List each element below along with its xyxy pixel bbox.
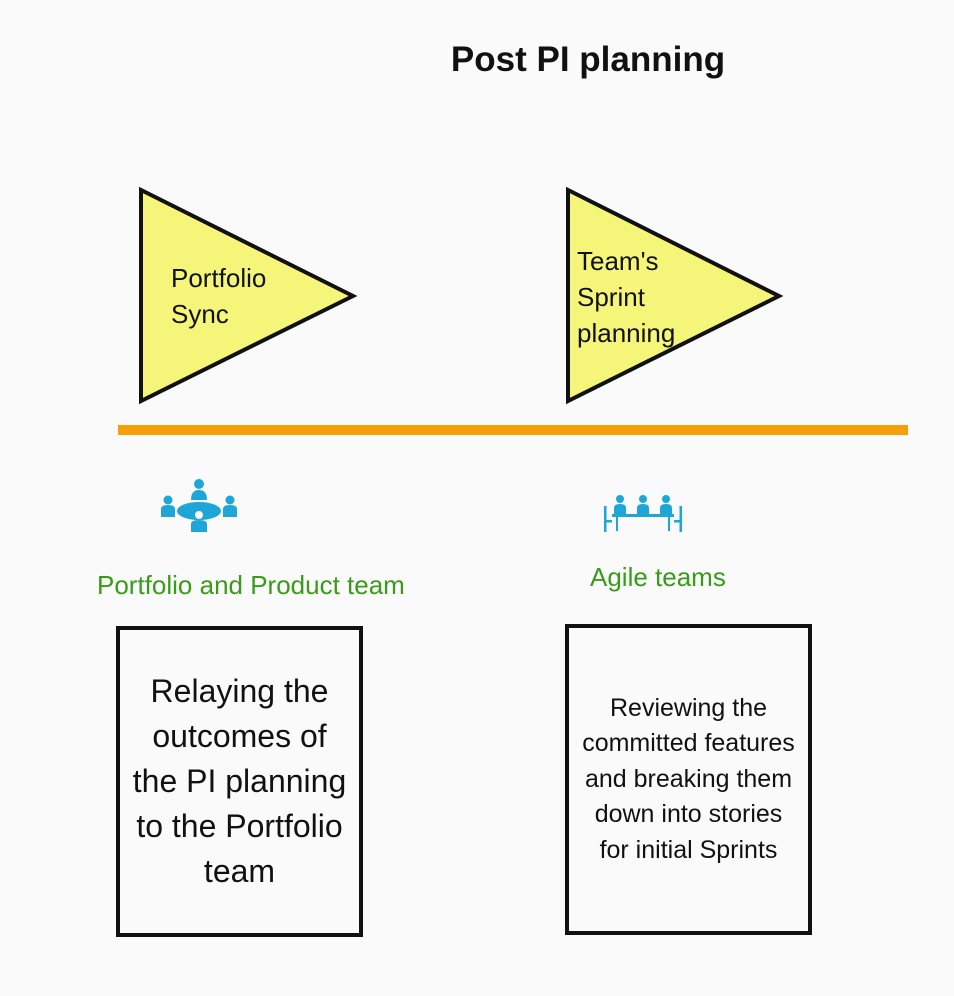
stage-label-sprint-planning: Team's Sprint planning: [577, 243, 675, 351]
description-text: Relaying the outcomes of the PI planning…: [132, 673, 347, 889]
description-box-portfolio-sync: Relaying the outcomes of the PI planning…: [116, 626, 363, 937]
round-table-meeting-icon: [161, 479, 237, 532]
stage-triangle-portfolio-sync: [139, 186, 358, 405]
description-text: Reviewing the committed features and bre…: [582, 693, 795, 864]
team-at-table-icon: [604, 495, 682, 532]
stage-label-line: Team's: [577, 246, 659, 276]
stage-label-line: planning: [577, 318, 676, 348]
stage-triangle-sprint-planning: [566, 186, 784, 405]
stage-label-line: Sync: [171, 299, 229, 329]
stage-label-line: Sprint: [577, 282, 645, 312]
stage-label-portfolio-sync: Portfolio Sync: [171, 260, 266, 332]
stage-label-line: Portfolio: [171, 263, 267, 293]
page-title: Post PI planning: [450, 40, 726, 79]
description-box-sprint-planning: Reviewing the committed features and bre…: [565, 624, 812, 935]
group-label-agile-teams: Agile teams: [590, 562, 726, 592]
group-label-portfolio-product-team: Portfolio and Product team: [97, 570, 405, 600]
